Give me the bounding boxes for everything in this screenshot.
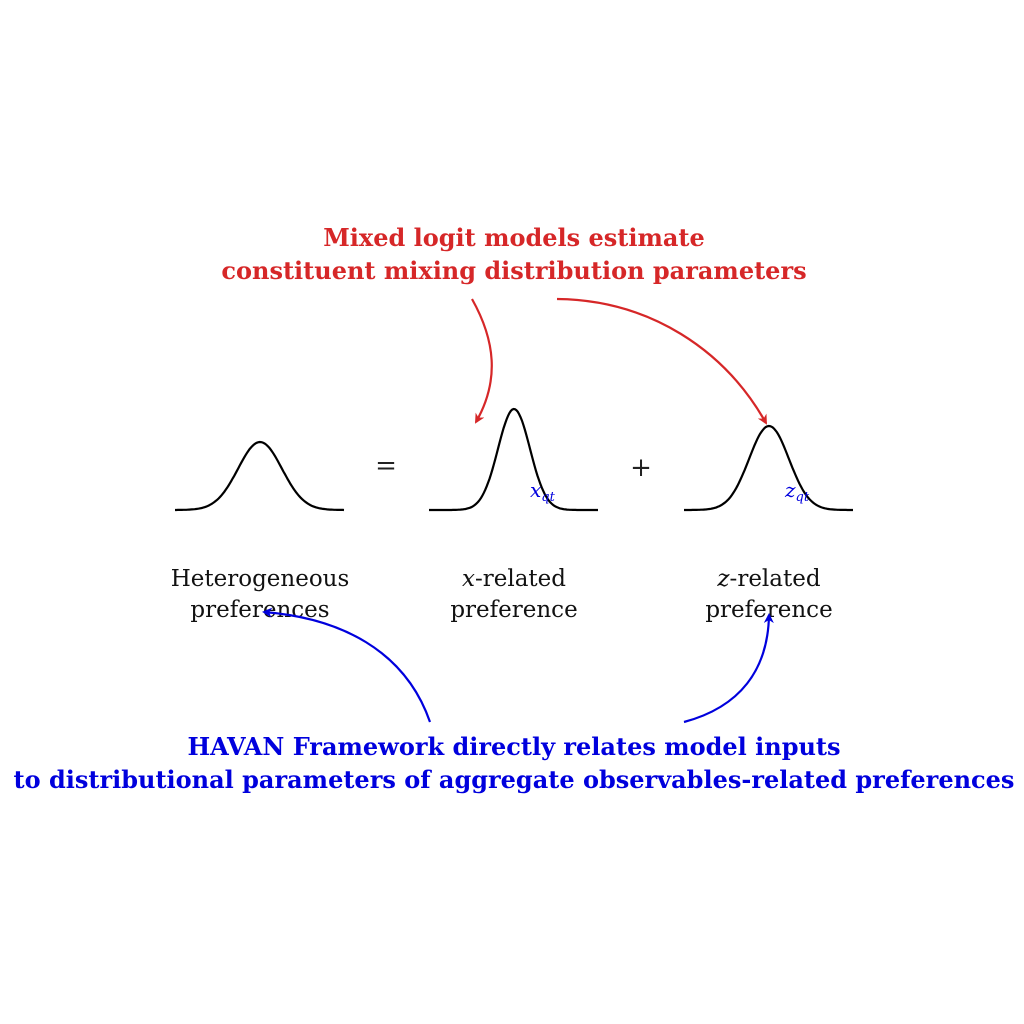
plus-operator: + [630,453,652,483]
z-qt-symbol: zqt [784,478,810,505]
z-related-label-line1: z-related [716,566,820,592]
arrow-to-z-related [556,297,767,425]
x-related-distribution-curve [429,407,598,512]
heterogeneous-distribution-curve [175,440,345,512]
z-related-distribution-curve [684,424,853,512]
x-related-label-line2: preference [450,597,577,623]
equals-operator: = [375,451,397,481]
bottom-annotation-line1: HAVAN Framework directly relates model i… [187,732,840,761]
heterogeneous-label-line1: Heterogeneous [171,566,350,592]
top-annotation-line2: constituent mixing distribution paramete… [221,256,806,285]
bottom-annotation-line2: to distributional parameters of aggregat… [14,765,1015,794]
arrow-to-heterogeneous [262,607,432,723]
x-qt-symbol: xqt [530,478,556,505]
top-annotation-line1: Mixed logit models estimate [323,223,705,252]
arrow-to-x-related [471,298,493,424]
x-related-label-line1: x-related [462,566,566,592]
arrow-to-z-related-label [683,613,774,724]
